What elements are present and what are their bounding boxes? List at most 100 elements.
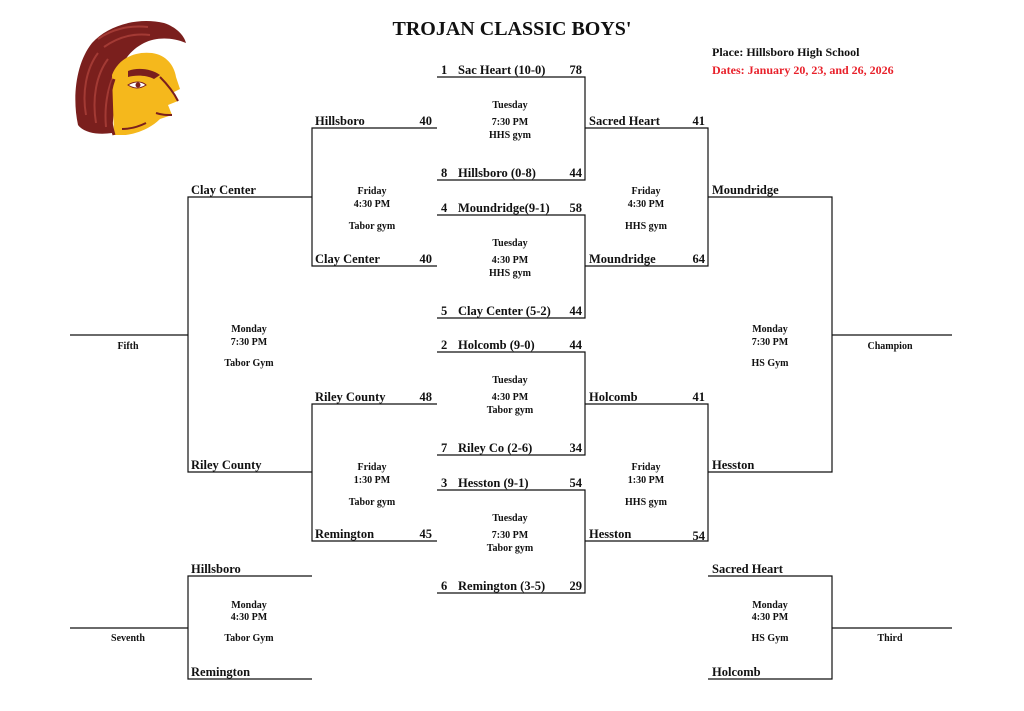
game-4-bottom-team: Remington (3-5) [458, 579, 546, 593]
third-place-bracket-line [708, 575, 952, 680]
third-place-time: 4:30 PM [751, 612, 789, 623]
game-2-day: Tuesday [492, 238, 528, 249]
consolation-1-top-team: Hillsboro [315, 114, 365, 128]
semifinal-1-site: HHS gym [625, 221, 667, 232]
semifinal-2-top-score: 41 [692, 390, 706, 404]
game-3-bottom-team: Riley Co (2-6) [458, 441, 533, 455]
consolation-1-bottom-score: 40 [419, 252, 433, 266]
game-2-bracket-line [437, 214, 586, 319]
fifth-place-top-team: Clay Center [191, 183, 256, 197]
game-2-top-score: 58 [569, 201, 583, 215]
game-3-day: Tuesday [492, 375, 528, 386]
game-3-bottom-score: 34 [569, 441, 583, 455]
consolation-1-bottom-team: Clay Center [315, 252, 380, 266]
consolation-1-time: 4:30 PM [353, 199, 391, 210]
semifinal-2-site: HHS gym [625, 497, 667, 508]
third-place-site: HS Gym [751, 633, 789, 644]
game-4-bracket-line [437, 489, 586, 594]
game-1-day: Tuesday [492, 100, 528, 111]
consolation-2-top-team: Riley County [315, 390, 386, 404]
game-4-top-team: Hesston (9-1) [458, 476, 529, 490]
seventh-place-label: Seventh [111, 633, 145, 644]
semifinal-1-bracket-line [585, 127, 709, 267]
fifth-place-bottom-team: Riley County [191, 458, 262, 472]
consolation-2-bottom-team: Remington [315, 527, 375, 541]
game-2-site: HHS gym [489, 268, 531, 279]
game-2-top-seed: 4 [441, 201, 448, 215]
semifinal-2-bottom-team: Hesston [589, 527, 632, 541]
consolation-2-bottom-score: 45 [419, 527, 433, 541]
game-3-top-seed: 2 [441, 338, 448, 352]
seventh-place-bracket-line [70, 575, 312, 680]
game-4-site: Tabor gym [486, 543, 534, 554]
consolation-1-site: Tabor gym [348, 221, 396, 232]
consolation-2-time: 1:30 PM [353, 475, 391, 486]
seventh-place-day: Monday [231, 600, 267, 611]
game-4-bottom-score: 29 [569, 579, 583, 593]
championship-site: HS Gym [751, 358, 789, 369]
game-3-bottom-seed: 7 [441, 441, 448, 455]
championship-top-team: Moundridge [712, 183, 779, 197]
seventh-place-time: 4:30 PM [230, 612, 268, 623]
game-4-top-seed: 3 [441, 476, 448, 490]
game-3-time: 4:30 PM [491, 392, 529, 403]
game-2-bottom-score: 44 [569, 304, 583, 318]
third-place-bottom-team: Holcomb [712, 665, 761, 679]
fifth-place-bracket-line [70, 196, 312, 473]
consolation-2-day: Friday [357, 462, 387, 473]
game-2-bottom-team: Clay Center (5-2) [458, 304, 551, 318]
game-3-site: Tabor gym [486, 405, 534, 416]
consolation-1-bracket-line [311, 127, 437, 267]
semifinal-1-top-team: Sacred Heart [589, 114, 660, 128]
game-2-time: 4:30 PM [491, 255, 529, 266]
champion-label: Champion [867, 341, 913, 352]
third-place-label: Third [877, 633, 903, 644]
consolation-2-top-score: 48 [419, 390, 433, 404]
seventh-place-site: Tabor Gym [224, 633, 274, 644]
game-4-bottom-seed: 6 [441, 579, 448, 593]
game-4-top-score: 54 [569, 476, 583, 490]
game-3-bracket-line [437, 351, 586, 456]
game-1-bracket-line [437, 76, 586, 181]
game-1-bottom-seed: 8 [441, 166, 448, 180]
seventh-place-bottom-team: Remington [191, 665, 251, 679]
fifth-place-label: Fifth [117, 341, 139, 352]
semifinal-1-top-score: 41 [692, 114, 706, 128]
game-2-top-team: Moundridge(9-1) [458, 201, 550, 215]
game-1-top-seed: 1 [441, 63, 448, 77]
consolation-1-day: Friday [357, 186, 387, 197]
consolation-1-top-score: 40 [419, 114, 433, 128]
semifinal-2-bottom-score: 54 [692, 529, 706, 543]
game-3-top-score: 44 [569, 338, 583, 352]
game-4-time: 7:30 PM [491, 530, 529, 541]
championship-bottom-team: Hesston [712, 458, 755, 472]
game-1-time: 7:30 PM [491, 117, 529, 128]
semifinal-2-time: 1:30 PM [627, 475, 665, 486]
championship-day: Monday [752, 324, 788, 335]
semifinal-1-day: Friday [631, 186, 661, 197]
game-1-top-team: Sac Heart (10-0) [458, 63, 546, 77]
page-title: TROJAN CLASSIC BOYS' [392, 18, 632, 40]
semifinal-1-bottom-score: 64 [692, 252, 706, 266]
game-1-site: HHS gym [489, 130, 531, 141]
championship-bracket-line [708, 196, 952, 473]
fifth-place-day: Monday [231, 324, 267, 335]
consolation-2-site: Tabor gym [348, 497, 396, 508]
game-1-top-score: 78 [569, 63, 583, 77]
semifinal-2-day: Friday [631, 462, 661, 473]
place-text: Place: Hillsboro High School [712, 45, 860, 59]
game-4-day: Tuesday [492, 513, 528, 524]
game-3-top-team: Holcomb (9-0) [458, 338, 535, 352]
trojan-helmet-icon [75, 21, 186, 136]
game-1-bottom-score: 44 [569, 166, 583, 180]
semifinal-2-top-team: Holcomb [589, 390, 638, 404]
semifinal-1-bottom-team: Moundridge [589, 252, 656, 266]
third-place-top-team: Sacred Heart [712, 562, 783, 576]
game-1-bottom-team: Hillsboro (0-8) [458, 166, 536, 180]
dates-text: Dates: January 20, 23, and 26, 2026 [712, 63, 894, 77]
game-2-bottom-seed: 5 [441, 304, 448, 318]
fifth-place-time: 7:30 PM [230, 337, 268, 348]
third-place-day: Monday [752, 600, 788, 611]
